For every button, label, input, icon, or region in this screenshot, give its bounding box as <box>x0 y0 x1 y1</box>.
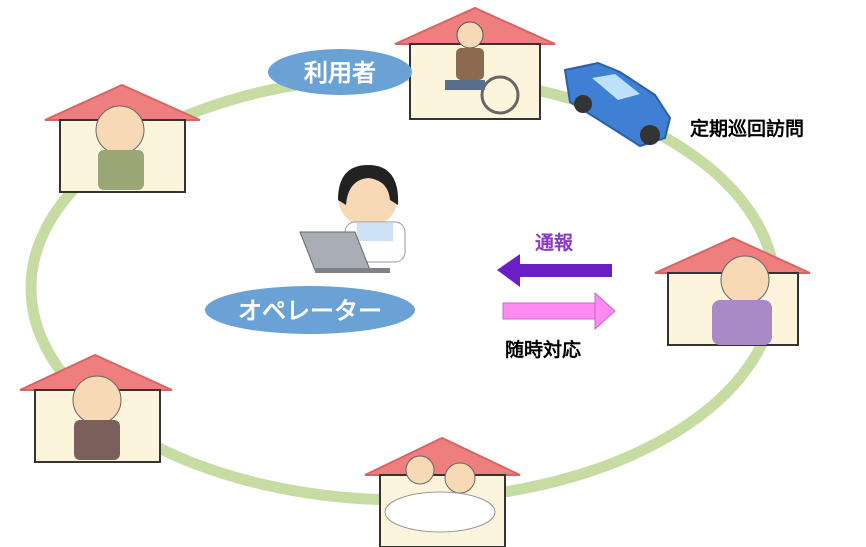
respond-arrow <box>502 291 616 331</box>
user-label: 利用者 <box>304 59 376 87</box>
operator-label-ellipse: オペレーター <box>205 286 415 334</box>
laptop-icon <box>299 231 390 273</box>
report-arrow <box>497 254 612 287</box>
user-label-ellipse: 利用者 <box>268 49 412 95</box>
house-elderly-man-top-left <box>44 83 201 193</box>
report-label: 通報 <box>535 231 574 254</box>
house-wheelchair-user <box>394 6 556 120</box>
operator-label: オペレーター <box>238 297 382 325</box>
car-icon <box>563 61 672 148</box>
house-coughing-woman-right <box>654 236 811 346</box>
regular-visit-label: 定期巡回訪問 <box>690 117 804 140</box>
house-elderly-woman-bottom-left <box>19 353 173 463</box>
house-caregiver-bottom <box>364 436 521 547</box>
on-demand-label: 随時対応 <box>505 338 581 361</box>
